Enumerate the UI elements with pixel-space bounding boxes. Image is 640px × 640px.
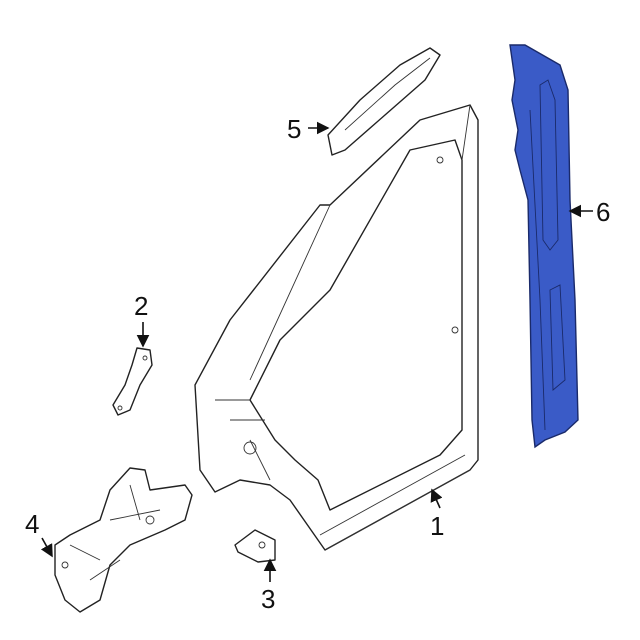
part-3-bracket[interactable] xyxy=(234,529,276,563)
callout-6-label: 6 xyxy=(596,197,610,227)
part-4-reinforcement[interactable] xyxy=(54,467,193,613)
callout-2-label: 2 xyxy=(134,291,148,321)
callout-4: 4 xyxy=(25,509,53,558)
part-6-pillar-highlighted[interactable] xyxy=(509,44,579,449)
callout-6: 6 xyxy=(568,197,610,227)
callout-1-label: 1 xyxy=(430,511,444,541)
callout-2: 2 xyxy=(134,291,150,348)
callout-5: 5 xyxy=(287,114,330,144)
callout-5-label: 5 xyxy=(287,114,301,144)
callout-3-label: 3 xyxy=(261,584,275,614)
callout-3: 3 xyxy=(261,558,277,614)
callout-4-label: 4 xyxy=(25,509,39,539)
part-5-roof-rail[interactable] xyxy=(327,47,441,156)
callout-1: 1 xyxy=(430,488,444,541)
part-1-side-panel[interactable] xyxy=(194,104,479,551)
part-2-bracket[interactable] xyxy=(112,347,153,416)
